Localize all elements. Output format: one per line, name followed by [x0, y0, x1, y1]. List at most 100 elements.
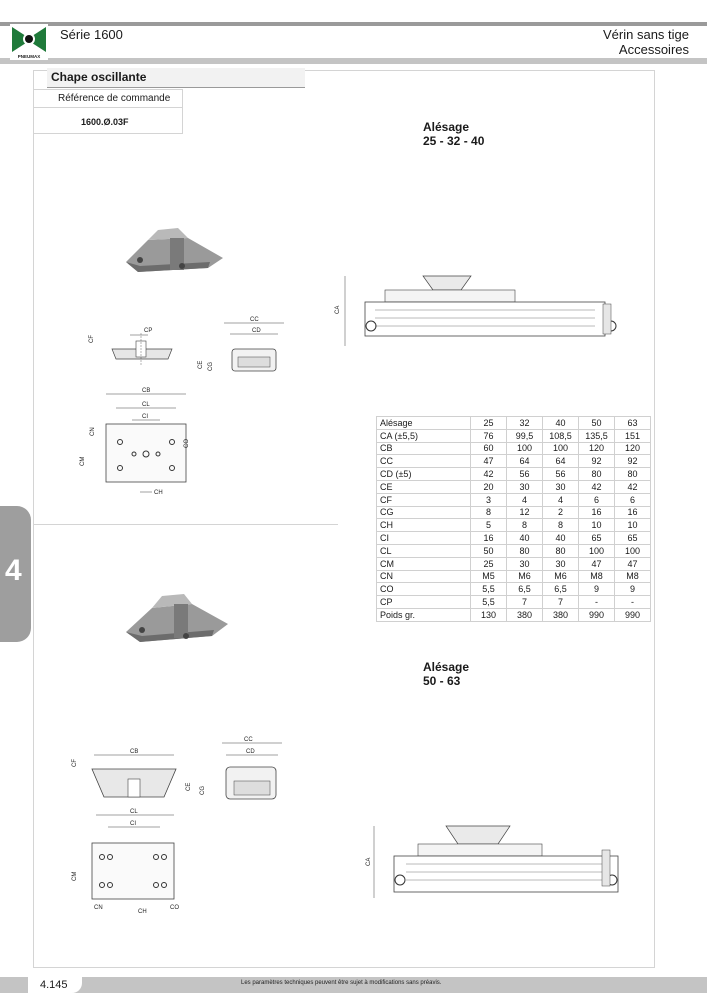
- value-cell: 120: [614, 441, 651, 456]
- footer-bar: [0, 977, 707, 993]
- clevis-photo-large: [126, 594, 228, 642]
- front-view-drawing-2: CB CF: [72, 749, 177, 798]
- row-label-cell: CP: [376, 595, 471, 609]
- value-cell: M6: [506, 569, 543, 584]
- top-view-drawing-2: CL CI CM CN CH CO: [72, 809, 179, 915]
- label-cb: CB: [142, 388, 150, 394]
- value-cell: 9: [578, 582, 615, 597]
- cylinder-assembly-2: CA: [366, 825, 619, 898]
- value-cell: 8: [470, 505, 507, 520]
- bore-values: 25 - 32 - 40: [423, 134, 485, 148]
- value-cell: 80: [614, 467, 651, 481]
- label-ce-2: CE: [186, 783, 192, 791]
- value-cell: 12: [506, 505, 543, 520]
- value-cell: 130: [470, 607, 507, 622]
- value-cell: 30: [542, 556, 579, 571]
- series-title: Série 1600: [60, 27, 123, 42]
- label-cp: CP: [144, 328, 152, 334]
- label-ca-2: CA: [366, 858, 372, 866]
- label-cl-2: CL: [130, 809, 138, 815]
- value-cell: 47: [470, 454, 507, 469]
- clevis-photo-small: [126, 228, 223, 272]
- value-cell: 380: [542, 607, 579, 622]
- label-co-2: CO: [170, 905, 179, 911]
- category-title: Vérin sans tige Accessoires: [603, 27, 689, 57]
- value-cell: 7: [506, 595, 543, 609]
- value-cell: 4: [542, 492, 579, 507]
- value-cell: 100: [578, 543, 615, 558]
- value-cell: 56: [506, 467, 543, 481]
- value-cell: M6: [542, 569, 579, 584]
- value-cell: 16: [470, 531, 507, 545]
- footer-note: Les paramètres techniques peuvent être s…: [241, 980, 442, 986]
- value-cell: 42: [614, 479, 651, 494]
- chapter-number: 4: [5, 554, 22, 587]
- value-cell: 80: [542, 543, 579, 558]
- row-label-cell: CD (±5): [376, 467, 471, 481]
- value-cell: 16: [578, 505, 615, 520]
- bore-values: 50 - 63: [423, 674, 461, 688]
- value-cell: 9: [614, 582, 651, 597]
- value-cell: 65: [578, 531, 615, 545]
- label-cn-2: CN: [94, 905, 103, 911]
- value-cell: M8: [614, 569, 651, 584]
- label-cd-2: CD: [246, 749, 255, 755]
- value-cell: 100: [506, 441, 543, 456]
- pneumax-logo: PNEUMAX: [10, 24, 48, 60]
- value-cell: 16: [614, 505, 651, 520]
- value-cell: 56: [542, 467, 579, 481]
- value-cell: 30: [506, 556, 543, 571]
- value-cell: 7: [542, 595, 579, 609]
- side-view-drawing-2: CC CD CE CG: [186, 737, 282, 800]
- cylinder-assembly-1: CA: [335, 275, 617, 346]
- value-cell: 64: [542, 454, 579, 469]
- value-cell: 5,5: [470, 582, 507, 597]
- label-cm: CM: [80, 457, 86, 466]
- value-cell: 6,5: [542, 582, 579, 597]
- chapter-tab: 4: [0, 506, 31, 642]
- logo-text: PNEUMAX: [18, 54, 41, 59]
- order-label: Référence de commande: [33, 89, 183, 108]
- value-cell: 40: [506, 531, 543, 545]
- label-cg-2: CG: [200, 786, 206, 795]
- value-cell: 92: [614, 454, 651, 469]
- row-label-cell: CE: [376, 479, 471, 494]
- value-cell: 10: [614, 518, 651, 533]
- label-cd: CD: [252, 328, 261, 334]
- value-cell: 5,5: [470, 595, 507, 609]
- top-view-drawing-1: CB CL CI CN CM CO CH: [80, 388, 190, 496]
- row-label-cell: CB: [376, 441, 471, 456]
- value-cell: 76: [470, 428, 507, 443]
- value-cell: 5: [470, 518, 507, 533]
- label-ce: CE: [198, 361, 204, 369]
- value-cell: 10: [578, 518, 615, 533]
- value-cell: 8: [506, 518, 543, 533]
- value-cell: 42: [578, 479, 615, 494]
- label-cf: CF: [89, 335, 95, 343]
- value-cell: 135,5: [578, 428, 615, 443]
- value-cell: 32: [506, 416, 543, 430]
- order-code: 1600.Ø.03F: [33, 107, 183, 134]
- label-ci: CI: [142, 414, 148, 420]
- value-cell: M8: [578, 569, 615, 584]
- value-cell: 4: [506, 492, 543, 507]
- product-title-box: Chape oscillante: [47, 68, 305, 88]
- section-divider: [33, 524, 338, 525]
- row-label-cell: CM: [376, 556, 471, 571]
- row-label-cell: CL: [376, 543, 471, 558]
- value-cell: 80: [578, 467, 615, 481]
- value-cell: 80: [506, 543, 543, 558]
- value-cell: 3: [470, 492, 507, 507]
- value-cell: 60: [470, 441, 507, 456]
- value-cell: 64: [506, 454, 543, 469]
